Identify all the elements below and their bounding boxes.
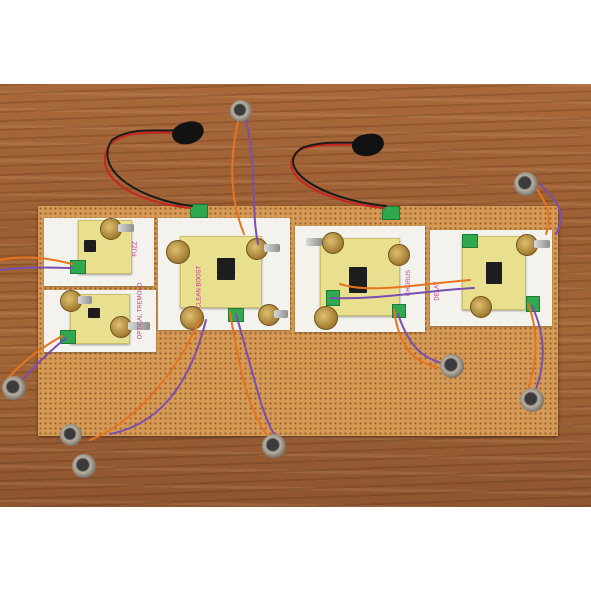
ic-chip	[217, 258, 235, 280]
photo: FUZZ OPTICAL TREMOLO CLEAN BOOST CHORUS …	[0, 84, 591, 507]
pot-shaft	[78, 296, 92, 304]
pot-shaft	[118, 224, 134, 232]
wires	[0, 111, 562, 441]
purple-wire	[397, 313, 447, 365]
purple-wire	[235, 313, 275, 435]
audio-jack	[440, 354, 464, 378]
potentiometer	[166, 240, 190, 264]
black-wire	[106, 129, 193, 207]
audio-jack	[230, 100, 252, 122]
potentiometer	[322, 232, 344, 254]
potentiometer	[314, 306, 338, 330]
pot-shaft	[534, 240, 550, 248]
orange-wire	[393, 309, 441, 369]
terminal-block	[462, 234, 478, 248]
purple-wire	[531, 305, 544, 395]
pot-shaft	[264, 244, 280, 252]
potentiometer	[180, 306, 204, 330]
potentiometer	[470, 296, 492, 318]
purple-wire	[329, 287, 475, 300]
pot-shaft	[274, 310, 288, 318]
red-wire	[103, 131, 191, 209]
ic-chip	[84, 240, 96, 252]
purple-wire	[243, 111, 259, 245]
purple-wire	[109, 319, 207, 435]
black-wire	[292, 141, 387, 207]
purple-wire	[539, 183, 562, 235]
orange-wire	[535, 187, 550, 235]
orange-wire	[89, 319, 201, 441]
audio-jack	[520, 388, 544, 412]
orange-wire	[527, 303, 537, 391]
potentiometer	[388, 244, 410, 266]
ic-chip	[88, 308, 100, 318]
orange-wire	[229, 311, 269, 437]
audio-jack	[60, 424, 82, 446]
pot-shaft	[306, 238, 322, 246]
audio-jack	[72, 454, 96, 478]
audio-jack	[514, 172, 538, 196]
pot-shaft	[128, 322, 150, 330]
orange-wire	[231, 111, 245, 235]
ic-chip	[486, 262, 502, 284]
orange-wire	[339, 279, 471, 290]
orange-wire	[0, 256, 73, 265]
audio-jack	[262, 434, 286, 458]
terminal-block	[190, 204, 208, 218]
purple-wire	[0, 266, 73, 271]
audio-jack	[2, 376, 26, 400]
terminal-block	[382, 206, 400, 220]
